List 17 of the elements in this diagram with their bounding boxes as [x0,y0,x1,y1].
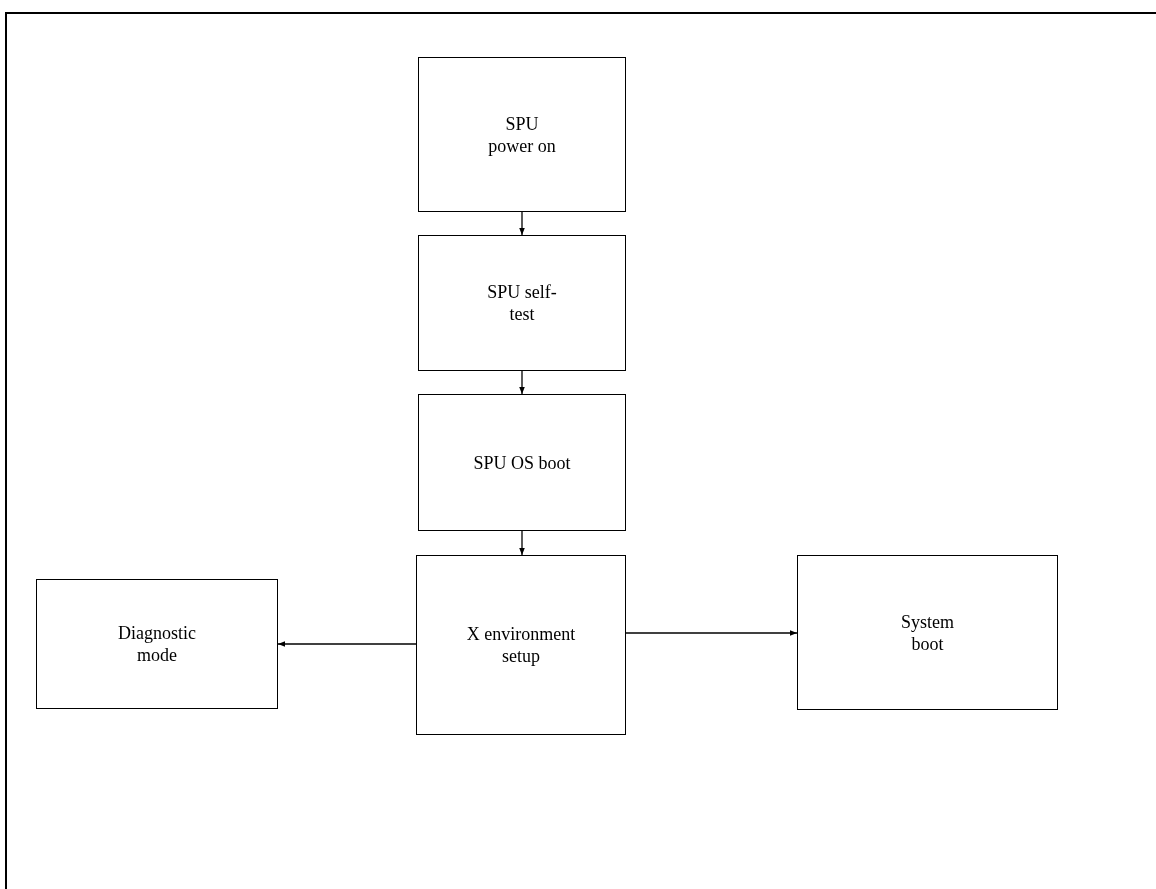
box-label: SPU power on [487,112,557,157]
arrow [625,630,798,636]
arrow [277,641,417,647]
process-box [416,555,626,735]
box-label: Diagnostic mode [117,622,197,666]
box-label: X environment setup [465,623,577,667]
process-box [418,394,626,531]
arrow [519,211,525,236]
arrow [519,370,525,395]
process-box [418,57,626,212]
box-label: SPU self- test [486,281,558,325]
process-box [418,235,626,371]
box-label: SPU OS boot [473,451,571,474]
process-box [797,555,1058,710]
arrow [519,530,525,556]
process-box [36,579,278,709]
box-label: System boot [900,610,955,655]
